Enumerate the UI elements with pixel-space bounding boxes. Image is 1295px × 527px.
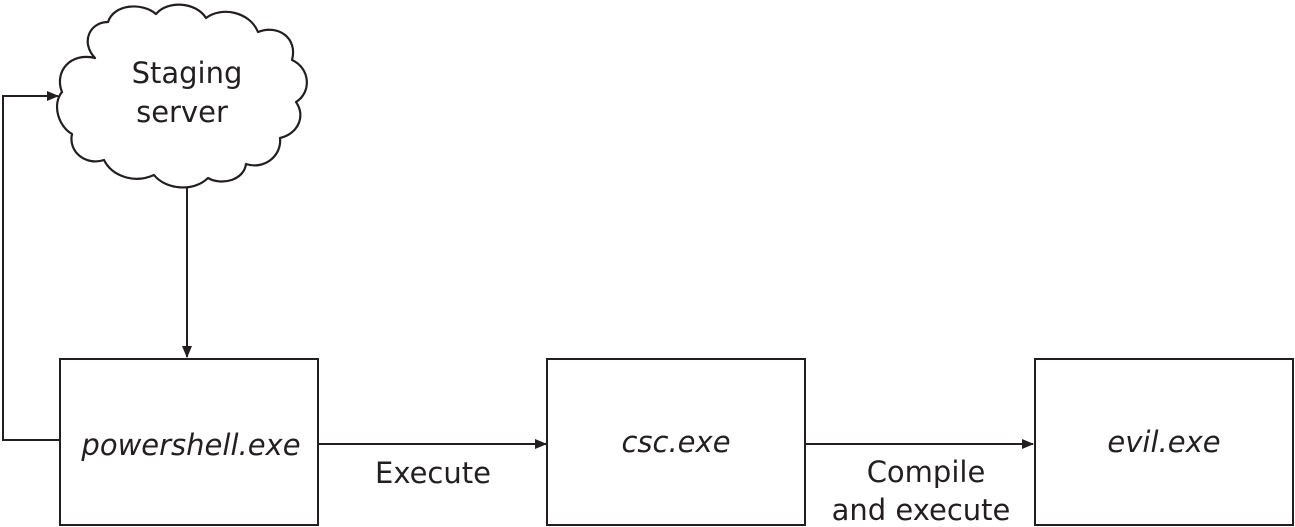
csc-node: csc.exe bbox=[546, 358, 806, 526]
staging-server-node: Staging server bbox=[55, 3, 308, 189]
csc-box bbox=[546, 358, 806, 526]
csc-label: csc.exe bbox=[621, 425, 730, 459]
powershell-box bbox=[59, 358, 319, 526]
compile-edge-label-line2: and execute bbox=[832, 493, 1011, 527]
staging-server-label-line1: Staging bbox=[132, 56, 243, 90]
evil-node: evil.exe bbox=[1034, 358, 1294, 526]
powershell-node: powershell.exe bbox=[59, 358, 319, 526]
staging-server-label-line2: server bbox=[136, 95, 228, 129]
arrow-powershell-to-staging bbox=[2, 91, 60, 441]
cloud-icon bbox=[55, 3, 308, 189]
evil-box bbox=[1034, 358, 1294, 526]
evil-label: evil.exe bbox=[1107, 425, 1220, 459]
powershell-label: powershell.exe bbox=[80, 428, 300, 462]
execute-edge-label: Execute bbox=[375, 456, 491, 490]
compile-edge-label-line1: Compile bbox=[867, 455, 986, 489]
